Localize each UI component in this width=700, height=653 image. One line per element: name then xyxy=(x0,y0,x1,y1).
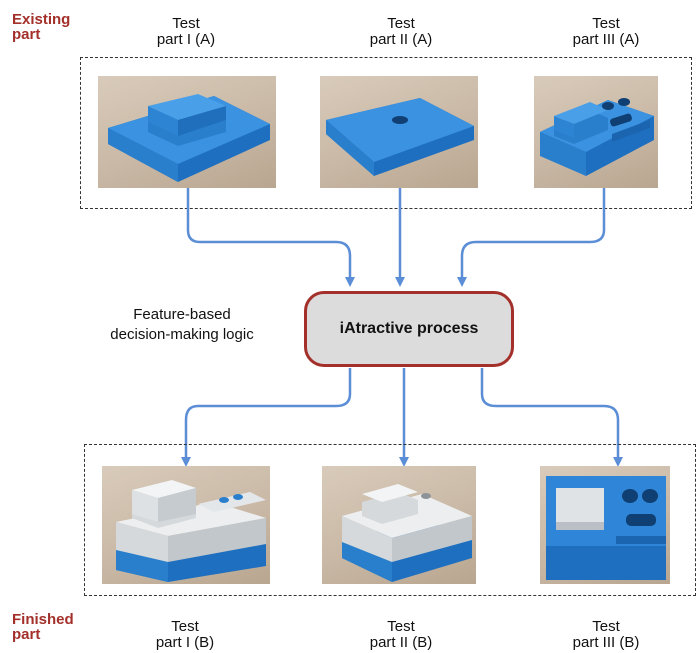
existing-label-line2: part xyxy=(12,26,41,43)
finished-part-1-photo xyxy=(102,466,270,584)
caption-line: part I (A) xyxy=(156,31,216,48)
existing-part-label: Existing part xyxy=(12,12,70,42)
existing-part-3-photo xyxy=(534,76,658,188)
caption-line: Test xyxy=(592,15,620,32)
caption-line: part II (B) xyxy=(369,634,433,651)
arrow-finished-3 xyxy=(480,368,623,467)
finished-part-3-photo xyxy=(540,466,670,584)
caption-line: Test xyxy=(171,618,199,635)
finished-parts-frame xyxy=(84,444,696,596)
existing-parts-frame xyxy=(80,57,692,209)
caption-line: Test xyxy=(592,618,620,635)
finished-caption-3: Test part III (B) xyxy=(551,619,661,651)
existing-caption-1: Test part I (A) xyxy=(131,16,241,48)
existing-caption-3: Test part III (A) xyxy=(551,16,661,48)
caption-line: part II (A) xyxy=(369,31,433,48)
arrow-existing-1 xyxy=(186,188,355,287)
caption-line: Test xyxy=(172,15,200,32)
process-label: iAtractive process xyxy=(339,320,479,337)
existing-part-1-photo xyxy=(98,76,276,188)
finished-caption-2: Test part II (B) xyxy=(346,619,456,651)
caption-line: part III (B) xyxy=(572,634,640,651)
finished-part-2-photo xyxy=(322,466,476,584)
finished-part-label: Finished part xyxy=(12,612,74,642)
caption-line: Test xyxy=(387,618,415,635)
decision-logic-text: Feature-based decision-making logic xyxy=(82,305,282,345)
logic-text-line2: decision-making logic xyxy=(110,326,254,343)
existing-caption-2: Test part II (A) xyxy=(346,16,456,48)
logic-text-line1: Feature-based xyxy=(133,306,231,323)
existing-part-2-photo xyxy=(320,76,478,188)
finished-label-line1: Finished xyxy=(12,611,74,628)
finished-caption-1: Test part I (B) xyxy=(130,619,240,651)
arrow-finished-1 xyxy=(181,368,352,467)
caption-line: part III (A) xyxy=(572,31,640,48)
caption-line: Test xyxy=(387,15,415,32)
finished-label-line2: part xyxy=(12,626,41,643)
existing-label-line1: Existing xyxy=(12,11,71,28)
arrow-existing-3 xyxy=(457,188,606,287)
iatractive-process-box: iAtractive process xyxy=(304,291,514,367)
caption-line: part I (B) xyxy=(155,634,215,651)
